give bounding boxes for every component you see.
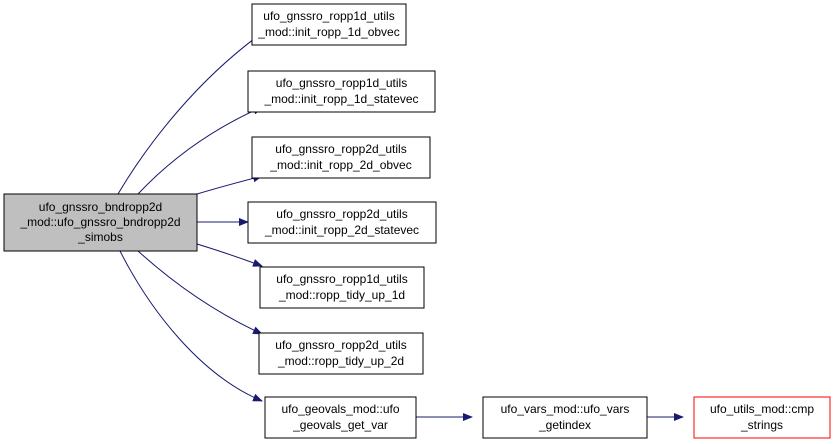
node-label-line: ufo_vars_mod::ufo_vars [501, 402, 630, 416]
node-ufo-utils-cmp-strings[interactable]: ufo_utils_mod::cmp _strings [693, 396, 831, 439]
node-label-line: ufo_gnssro_ropp1d_utils [276, 272, 407, 286]
node-ropp-tidy-up-1d[interactable]: ufo_gnssro_ropp1d_utils _mod::ropp_tidy_… [259, 266, 425, 309]
edge-root-to-ropp-tidy-up-2d [137, 250, 263, 335]
node-ropp-tidy-up-2d[interactable]: ufo_gnssro_ropp2d_utils _mod::ropp_tidy_… [258, 332, 424, 375]
node-label-line: ufo_gnssro_ropp2d_utils [275, 338, 406, 352]
node-ufo-geovals-get-var[interactable]: ufo_geovals_mod::ufo _geovals_get_var [264, 396, 417, 439]
node-init-ropp-1d-statevec[interactable]: ufo_gnssro_ropp1d_utils _mod::init_ropp_… [247, 70, 436, 113]
node-label-line: ufo_gnssro_ropp1d_utils [263, 9, 394, 23]
node-label-line: _geovals_get_var [292, 418, 388, 432]
node-label-line: _simobs [77, 230, 123, 244]
node-init-ropp-1d-obvec[interactable]: ufo_gnssro_ropp1d_utils _mod::init_ropp_… [251, 3, 407, 46]
edge-root-to-ropp-tidy-up-1d [196, 243, 263, 267]
node-label-line: _mod::init_ropp_1d_obvec [257, 25, 399, 39]
edge-root-to-init-ropp-1d-obvec [117, 32, 263, 195]
node-label-line: _mod::ufo_gnssro_bndropp2d [19, 215, 180, 229]
node-label-line: ufo_gnssro_ropp2d_utils [276, 207, 407, 221]
node-label-line: ufo_geovals_mod::ufo [281, 402, 399, 416]
node-label-line: _mod::ropp_tidy_up_2d [277, 354, 404, 368]
node-label-line: _mod::init_ropp_1d_statevec [263, 92, 418, 106]
node-label-line: ufo_gnssro_ropp1d_utils [276, 76, 407, 90]
node-label-line: _mod::init_ropp_2d_statevec [264, 223, 419, 237]
node-label-line: _getindex [538, 418, 591, 432]
node-label-line: ufo_gnssro_ropp2d_utils [275, 142, 406, 156]
node-init-ropp-2d-statevec[interactable]: ufo_gnssro_ropp2d_utils _mod::init_ropp_… [247, 201, 437, 244]
node-ufo-vars-getindex[interactable]: ufo_vars_mod::ufo_vars _getindex [482, 396, 648, 439]
node-label-line: _mod::ropp_tidy_up_1d [278, 288, 405, 302]
node-init-ropp-2d-obvec[interactable]: ufo_gnssro_ropp2d_utils _mod::init_ropp_… [251, 136, 431, 179]
node-label-line: ufo_utils_mod::cmp [710, 402, 814, 416]
edge-root-to-geovals-get-var [119, 250, 263, 402]
edge-root-to-init-ropp-1d-statevec [137, 106, 263, 195]
node-label-line: ufo_gnssro_bndropp2d [39, 200, 162, 214]
node-label-line: _strings [740, 418, 783, 432]
node-label-line: _mod::init_ropp_2d_obvec [269, 158, 411, 172]
edge-root-to-init-ropp-2d-obvec [196, 174, 263, 195]
node-ufo-gnssro-bndropp2d-simobs[interactable]: ufo_gnssro_bndropp2d _mod::ufo_gnssro_bn… [3, 193, 198, 252]
